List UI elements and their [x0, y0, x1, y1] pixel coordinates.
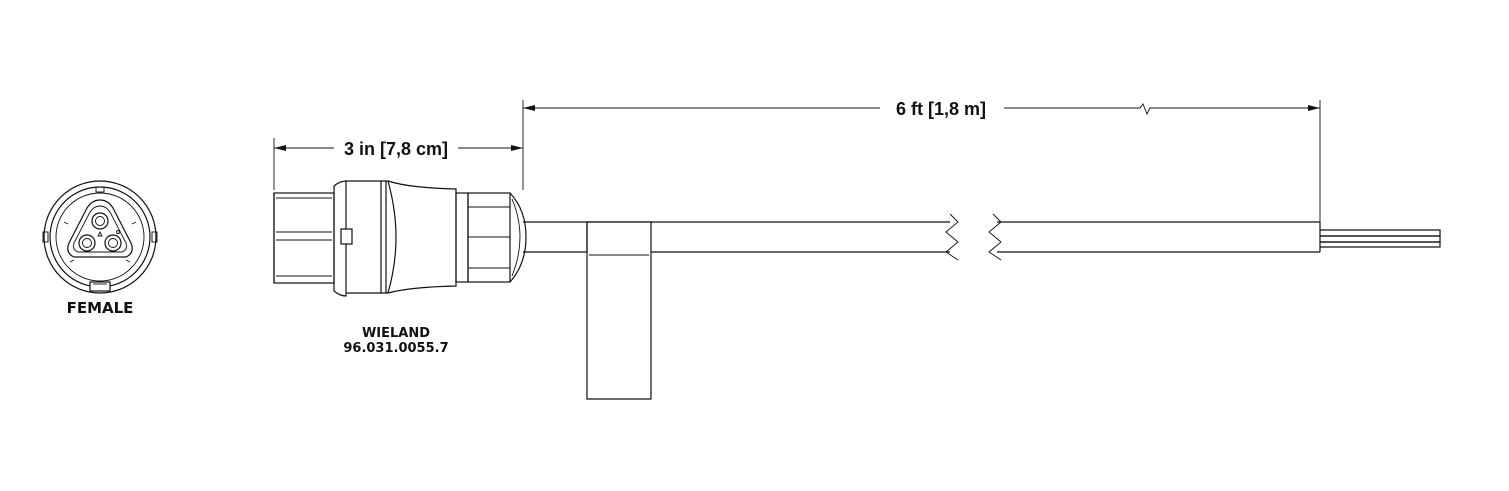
cable-length-label: 6 ft [1,8 m]: [896, 99, 986, 119]
manufacturer-label: WIELAND: [362, 326, 430, 341]
cable-length-dimension: [523, 100, 1321, 225]
gender-label: FEMALE: [67, 299, 134, 317]
connector-front-view: [42, 180, 158, 294]
part-number-label: 96.031.0055.7: [343, 341, 448, 356]
connector-length-dimension: [273, 100, 524, 190]
connector-side-view: [273, 180, 527, 297]
connector-length-label: 3 in [7,8 cm]: [344, 139, 448, 159]
cable: [523, 213, 1441, 400]
